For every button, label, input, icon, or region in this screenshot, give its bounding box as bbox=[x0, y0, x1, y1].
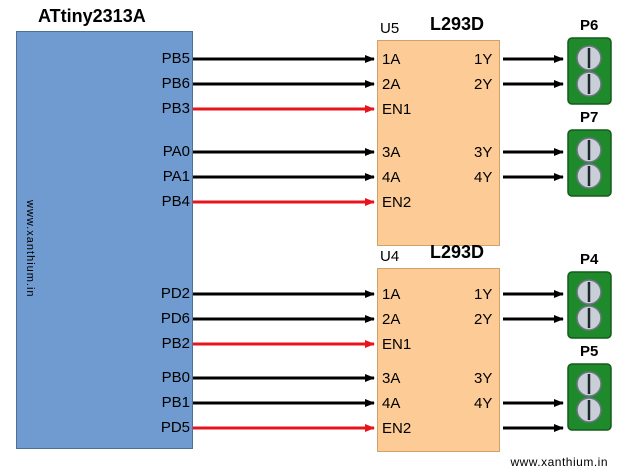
mcu-pin-label: PD2 bbox=[160, 285, 190, 302]
connector-label: P7 bbox=[580, 109, 599, 126]
terminal-block-p5 bbox=[567, 363, 612, 431]
mcu-pin-label: PD6 bbox=[160, 310, 190, 327]
mcu-pin-label: PB6 bbox=[161, 75, 190, 92]
mcu-pin-label: PB5 bbox=[161, 50, 190, 67]
driver-output-label: 3Y bbox=[474, 370, 493, 387]
terminal-block-p6 bbox=[567, 37, 612, 105]
mcu-pin-label: PB2 bbox=[161, 335, 190, 352]
mcu-title: ATtiny2313A bbox=[38, 6, 146, 26]
driver-output-label: 3Y bbox=[474, 144, 493, 161]
mcu-watermark: www.xanthium.in bbox=[24, 200, 36, 298]
driver-input-label: 1A bbox=[382, 286, 401, 303]
driver-output-label: 1Y bbox=[474, 51, 493, 68]
driver-input-label: 1A bbox=[382, 51, 401, 68]
driver-input-label: EN1 bbox=[382, 101, 412, 118]
connector-label: P5 bbox=[580, 343, 599, 360]
mcu-pin-label: PD5 bbox=[160, 419, 190, 436]
connector-label: P4 bbox=[580, 251, 599, 268]
driver-block-u5: 1A 2A EN1 3A 4A EN2 1Y 2Y 3Y 4Y bbox=[377, 40, 500, 246]
mcu-pin-label: PA0 bbox=[162, 143, 190, 160]
driver-input-label: 3A bbox=[382, 144, 401, 161]
driver-output-label: 2Y bbox=[474, 311, 493, 328]
driver-input-label: EN2 bbox=[382, 194, 412, 211]
driver-block-u4: 1A 2A EN1 3A 4A EN2 1Y 2Y 3Y 4Y bbox=[377, 268, 500, 452]
driver-title: L293D bbox=[430, 14, 485, 34]
driver-title: L293D bbox=[430, 242, 485, 262]
driver-input-label: 2A bbox=[382, 76, 401, 93]
driver-input-label: 3A bbox=[382, 370, 401, 387]
driver-output-label: 4Y bbox=[474, 169, 493, 186]
driver-ref: U4 bbox=[380, 248, 400, 265]
mcu-pin-label: PB1 bbox=[161, 394, 190, 411]
mcu-pin-label: PB0 bbox=[161, 369, 190, 386]
driver-input-label: EN2 bbox=[382, 420, 412, 437]
driver-output-label: 1Y bbox=[474, 286, 493, 303]
mcu-block: www.xanthium.in PB5 PB6 PB3 PA0 PA1 PB4 … bbox=[16, 31, 193, 449]
driver-input-label: 2A bbox=[382, 311, 401, 328]
driver-input-label: 4A bbox=[382, 169, 401, 186]
driver-input-label: 4A bbox=[382, 395, 401, 412]
mcu-pin-label: PB4 bbox=[161, 193, 190, 210]
terminal-block-p7 bbox=[567, 129, 612, 197]
driver-output-label: 2Y bbox=[474, 76, 493, 93]
driver-ref: U5 bbox=[380, 20, 400, 37]
connector-label: P6 bbox=[580, 17, 599, 34]
mcu-pin-label: PA1 bbox=[162, 168, 190, 185]
driver-input-label: EN1 bbox=[382, 336, 412, 353]
driver-output-label: 4Y bbox=[474, 395, 493, 412]
mcu-pin-label: PB3 bbox=[161, 100, 190, 117]
terminal-block-p4 bbox=[567, 271, 612, 339]
footer-url: www.xanthium.in bbox=[510, 455, 608, 469]
